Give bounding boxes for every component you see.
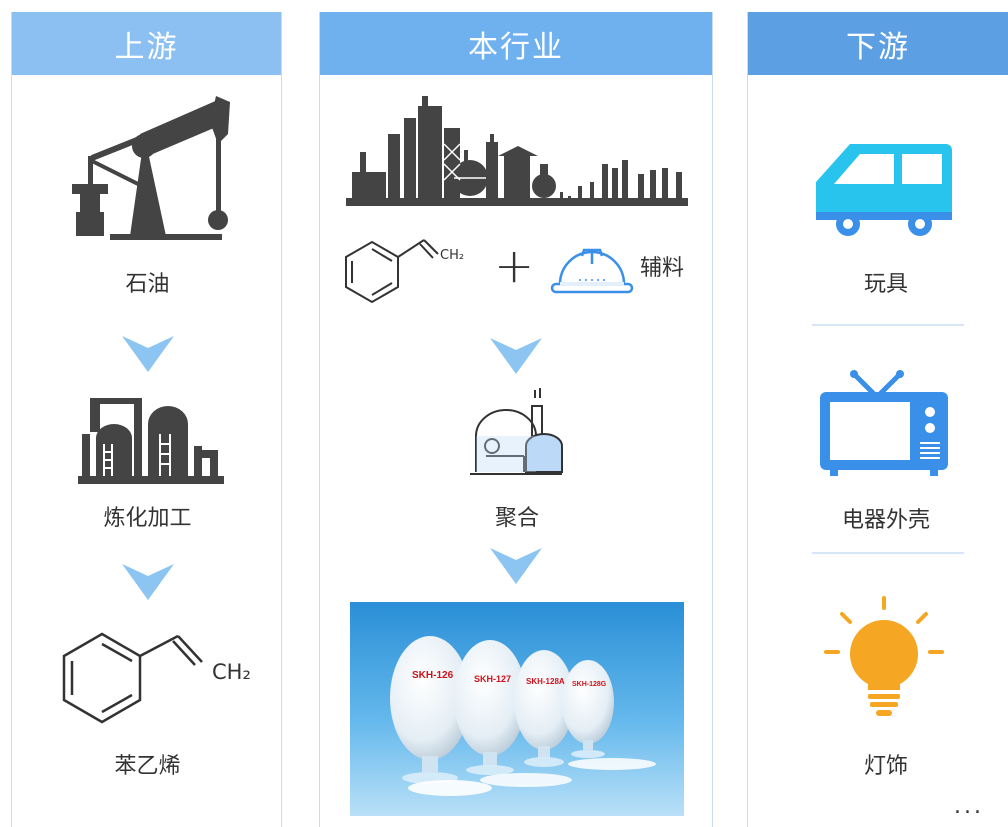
television-icon [820, 370, 948, 476]
styrene-formula-label: CH₂ [440, 248, 465, 263]
industry-column: 本行业 [319, 12, 713, 827]
upstream-header: 上游 [12, 12, 281, 75]
plus-sign: + [494, 238, 535, 294]
styrene-structure-icon [62, 632, 203, 724]
auxiliary-label: 辅料 [640, 256, 685, 281]
styrene-formula-label: CH₂ [212, 660, 251, 684]
product-tag: SKH-128A [526, 677, 565, 686]
factory-skyline-icon [346, 96, 688, 206]
more-indicator: ... [954, 794, 984, 819]
downstream-header: 下游 [748, 12, 1008, 75]
styrene-structure-icon [345, 239, 439, 304]
process-label: 聚合 [494, 506, 539, 531]
downstream-item-label: 玩具 [863, 272, 908, 297]
product-tag: SKH-126 [412, 670, 454, 681]
hard-hat-icon [550, 248, 634, 294]
polymerization-plant-icon [470, 388, 563, 475]
toy-vehicle-icon [816, 144, 952, 236]
lightbulb-icon [824, 596, 944, 716]
chevron-down-icon [490, 548, 542, 584]
divider [812, 552, 964, 554]
divider [812, 324, 964, 326]
downstream-column: 下游 玩具 电器外壳 [747, 12, 1008, 827]
product-photo: SKH-126 SKH-127 SKH-128A SKH-128G [350, 602, 684, 816]
chevron-down-icon [122, 564, 174, 600]
upstream-step-label: 炼化加工 [103, 506, 192, 531]
downstream-item-label: 灯饰 [863, 754, 908, 779]
oil-pump-icon [72, 96, 230, 240]
product-tag: SKH-128G [572, 681, 607, 688]
upstream-column: 上游 石油 [11, 12, 282, 827]
upstream-step-label: 石油 [125, 272, 170, 297]
industry-header: 本行业 [320, 12, 712, 75]
chevron-down-icon [490, 338, 542, 374]
refinery-icon [78, 398, 224, 484]
upstream-step-label: 苯乙烯 [114, 754, 181, 779]
chevron-down-icon [122, 336, 174, 372]
product-tag: SKH-127 [474, 674, 511, 684]
downstream-item-label: 电器外壳 [841, 508, 930, 533]
